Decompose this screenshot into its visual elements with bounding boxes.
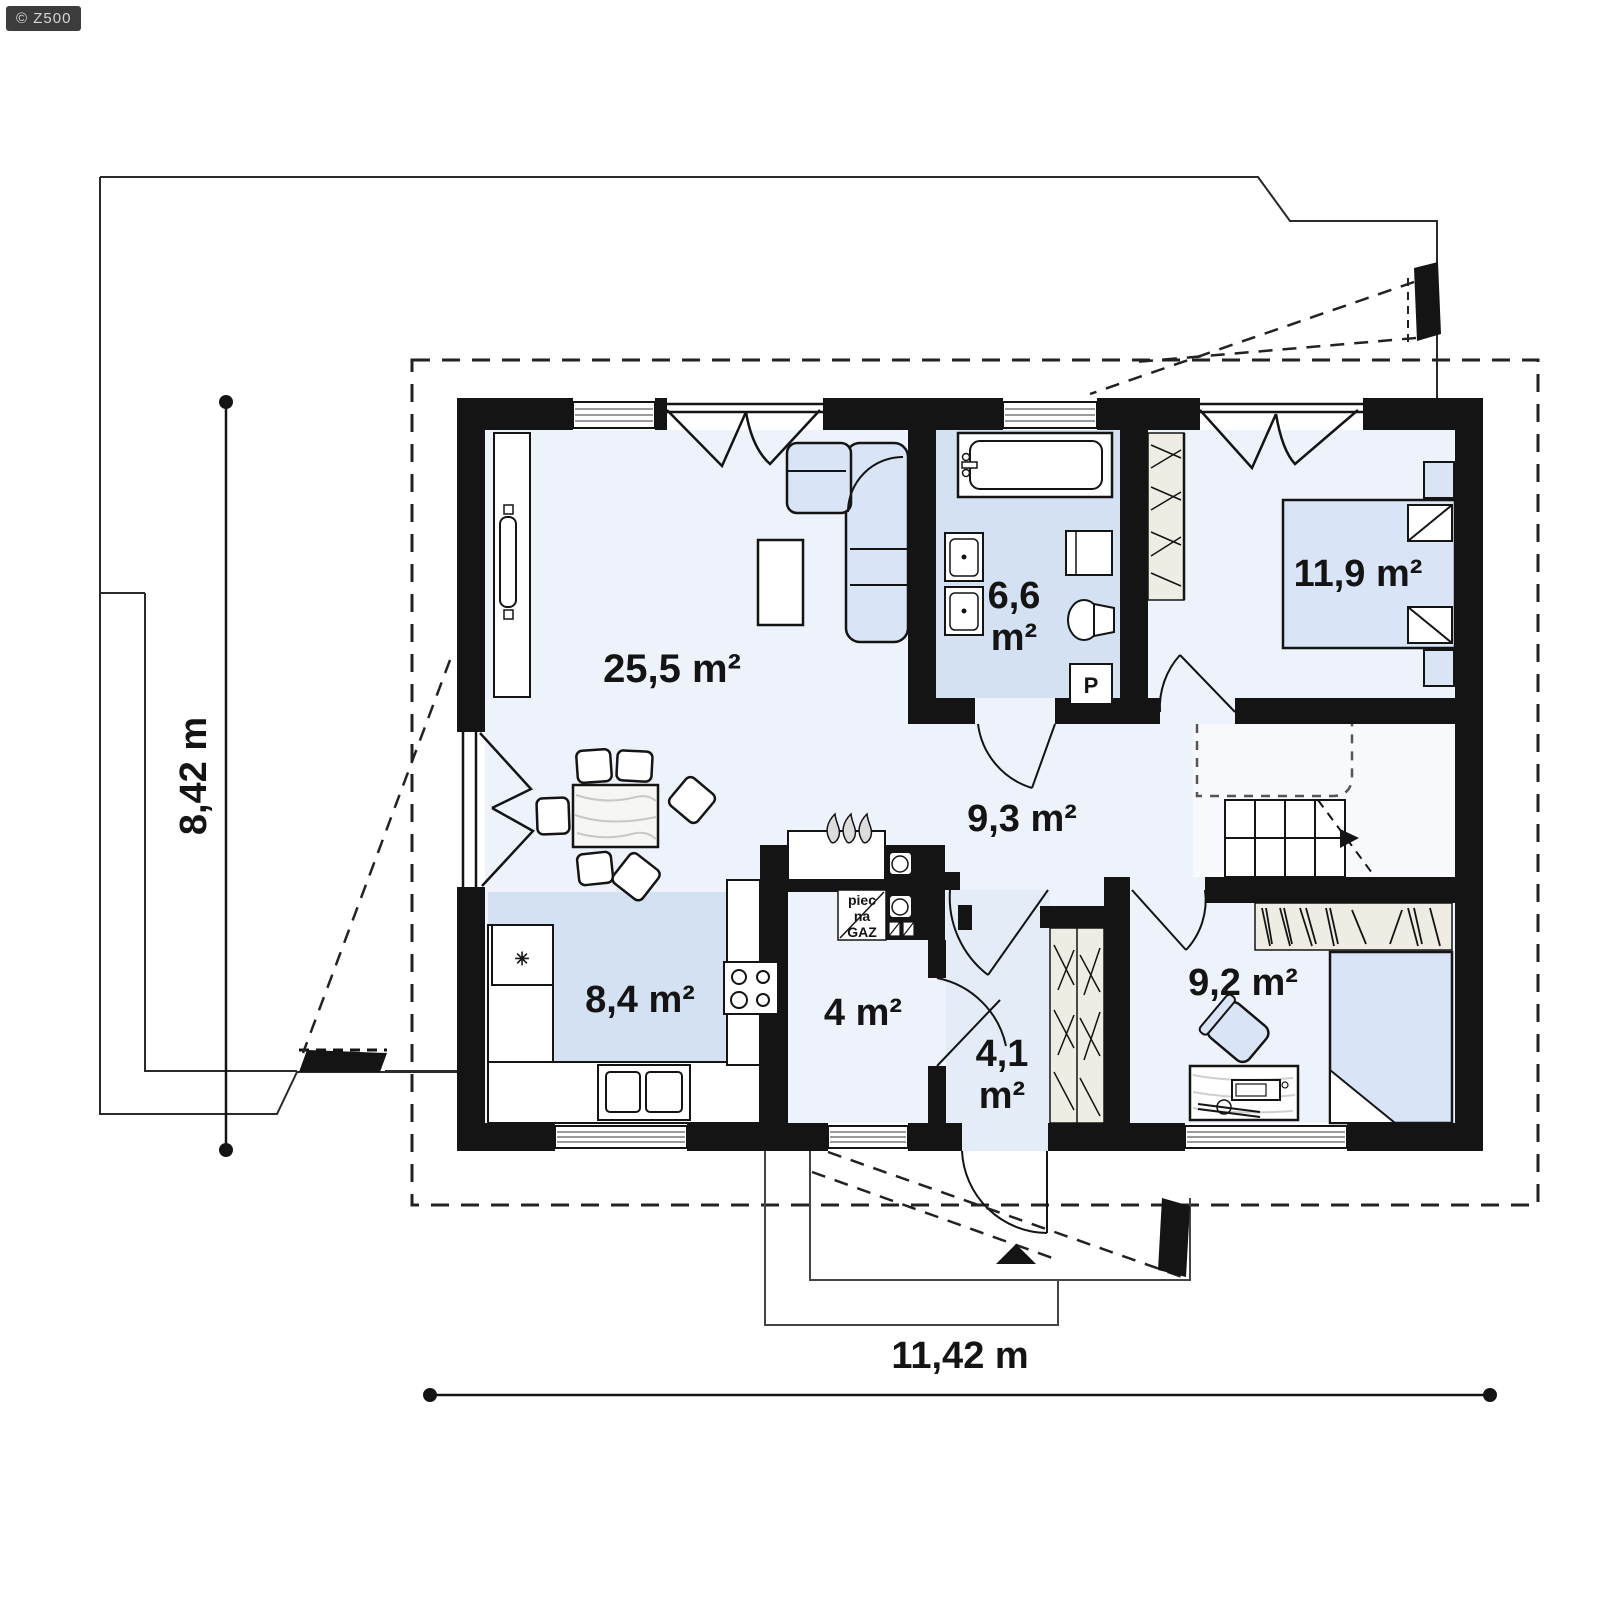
chimney-flues bbox=[888, 851, 915, 937]
bedroom-door bbox=[1158, 654, 1236, 713]
fridge-star: ✳ bbox=[514, 949, 529, 969]
living-glazing bbox=[667, 402, 823, 414]
chair bbox=[575, 850, 615, 887]
living-label: 25,5 m² bbox=[603, 647, 741, 691]
bathtub bbox=[956, 431, 1114, 499]
boiler-door bbox=[936, 977, 1007, 1067]
svg-text:GAZ: GAZ bbox=[847, 924, 877, 940]
washbasin bbox=[944, 532, 984, 582]
bedroom bbox=[1147, 432, 1457, 687]
gas-flame-icons bbox=[826, 812, 873, 844]
desk bbox=[1188, 1064, 1300, 1122]
walls bbox=[457, 398, 1483, 1151]
chair bbox=[575, 748, 613, 784]
living-room bbox=[493, 432, 910, 902]
entry-label-value: 4,1 bbox=[976, 1033, 1029, 1075]
chair bbox=[615, 749, 654, 783]
office-label: 9,2 m² bbox=[1188, 962, 1298, 1004]
office-wardrobe bbox=[1254, 902, 1453, 951]
washing-machine bbox=[1065, 530, 1113, 576]
chair bbox=[667, 775, 717, 825]
shaft-label: P bbox=[1084, 673, 1099, 698]
living-curtain bbox=[666, 409, 821, 469]
porch bbox=[764, 1151, 1191, 1326]
brand-watermark: © Z500 bbox=[6, 6, 82, 31]
boiler-window bbox=[827, 1125, 909, 1149]
toilet bbox=[1067, 599, 1115, 641]
stairs bbox=[1195, 724, 1376, 878]
double-bed bbox=[1281, 498, 1457, 650]
office-door bbox=[1131, 889, 1207, 951]
hall-label: 9,3 m² bbox=[967, 798, 1077, 840]
terrace-step-marker-south bbox=[1158, 1198, 1190, 1277]
porch-roof-dashed bbox=[811, 1150, 1186, 1280]
dining-set bbox=[535, 748, 717, 902]
dimension-width: 11,42 m bbox=[423, 1335, 1497, 1402]
corner-sofa bbox=[785, 441, 910, 644]
pillow bbox=[1407, 504, 1453, 542]
terrace-curtain bbox=[479, 732, 535, 887]
svg-text:11,42 m: 11,42 m bbox=[891, 1335, 1028, 1377]
entrance-arrow bbox=[996, 1244, 1036, 1264]
bedroom-wardrobe bbox=[1147, 432, 1186, 601]
main-entrance-door bbox=[961, 1150, 1048, 1234]
bathroom: P bbox=[944, 431, 1115, 705]
kitchen-label: 8,4 m² bbox=[585, 979, 695, 1021]
terrace-step-marker-west bbox=[299, 1048, 387, 1072]
nightstand bbox=[1423, 649, 1455, 687]
bathroom-door bbox=[977, 723, 1056, 789]
fridge: ✳ bbox=[491, 924, 554, 986]
entry-label-unit: m² bbox=[979, 1075, 1025, 1117]
living-window bbox=[572, 401, 656, 429]
keyboard bbox=[1197, 1099, 1261, 1118]
room-labels: 25,5 m² 6,6 m² 11,9 m² 9,3 m² 8,4 m² 4 m… bbox=[585, 553, 1422, 1117]
chair bbox=[535, 796, 571, 836]
svg-text:8,42 m: 8,42 m bbox=[173, 717, 215, 835]
svg-text:piec: piec bbox=[848, 892, 876, 908]
boiler-room: piec na GAZ bbox=[837, 851, 915, 941]
terrace-door-glazing bbox=[461, 732, 478, 887]
roof-edge-dashed-west bbox=[301, 659, 452, 1054]
curtains bbox=[479, 409, 1359, 887]
coffee-table bbox=[756, 538, 805, 627]
bathroom-window bbox=[1002, 401, 1098, 429]
bedroom-glazing bbox=[1200, 402, 1363, 414]
svg-text:na: na bbox=[854, 908, 871, 924]
chimney-marker bbox=[1089, 262, 1441, 396]
kitchen-window bbox=[554, 1125, 688, 1149]
office-window bbox=[1184, 1125, 1348, 1149]
nightstand bbox=[1423, 461, 1455, 499]
office-room bbox=[1188, 902, 1454, 1125]
desk-chair bbox=[1198, 993, 1270, 1064]
boiler-label: 4 m² bbox=[824, 992, 902, 1034]
dimension-depth: 8,42 m bbox=[173, 395, 233, 1157]
cooktop bbox=[723, 961, 779, 1015]
entry-wardrobe bbox=[1049, 927, 1105, 1124]
stairs-direction-arrow bbox=[1340, 829, 1359, 848]
tv-cabinet bbox=[493, 432, 531, 698]
entry-door-floor bbox=[962, 1123, 1048, 1151]
gas-furnace-box: piec na GAZ bbox=[837, 889, 887, 941]
kitchen: ✳ bbox=[487, 812, 886, 1124]
bedroom-curtain bbox=[1199, 409, 1359, 471]
ceiling-opening-dashed bbox=[1195, 724, 1354, 798]
bathroom-label-value: 6,6 bbox=[988, 575, 1041, 617]
bathroom-label-unit: m² bbox=[991, 617, 1037, 659]
bedroom-label: 11,9 m² bbox=[1294, 553, 1423, 595]
chair bbox=[611, 851, 661, 902]
hall-entry-door bbox=[948, 889, 1049, 976]
door-swings bbox=[936, 654, 1236, 1234]
pillow bbox=[1407, 606, 1453, 644]
kitchen-sink bbox=[597, 1064, 691, 1121]
single-bed bbox=[1328, 950, 1454, 1125]
washbasin bbox=[944, 586, 984, 636]
shaft-box: P bbox=[1069, 663, 1113, 705]
